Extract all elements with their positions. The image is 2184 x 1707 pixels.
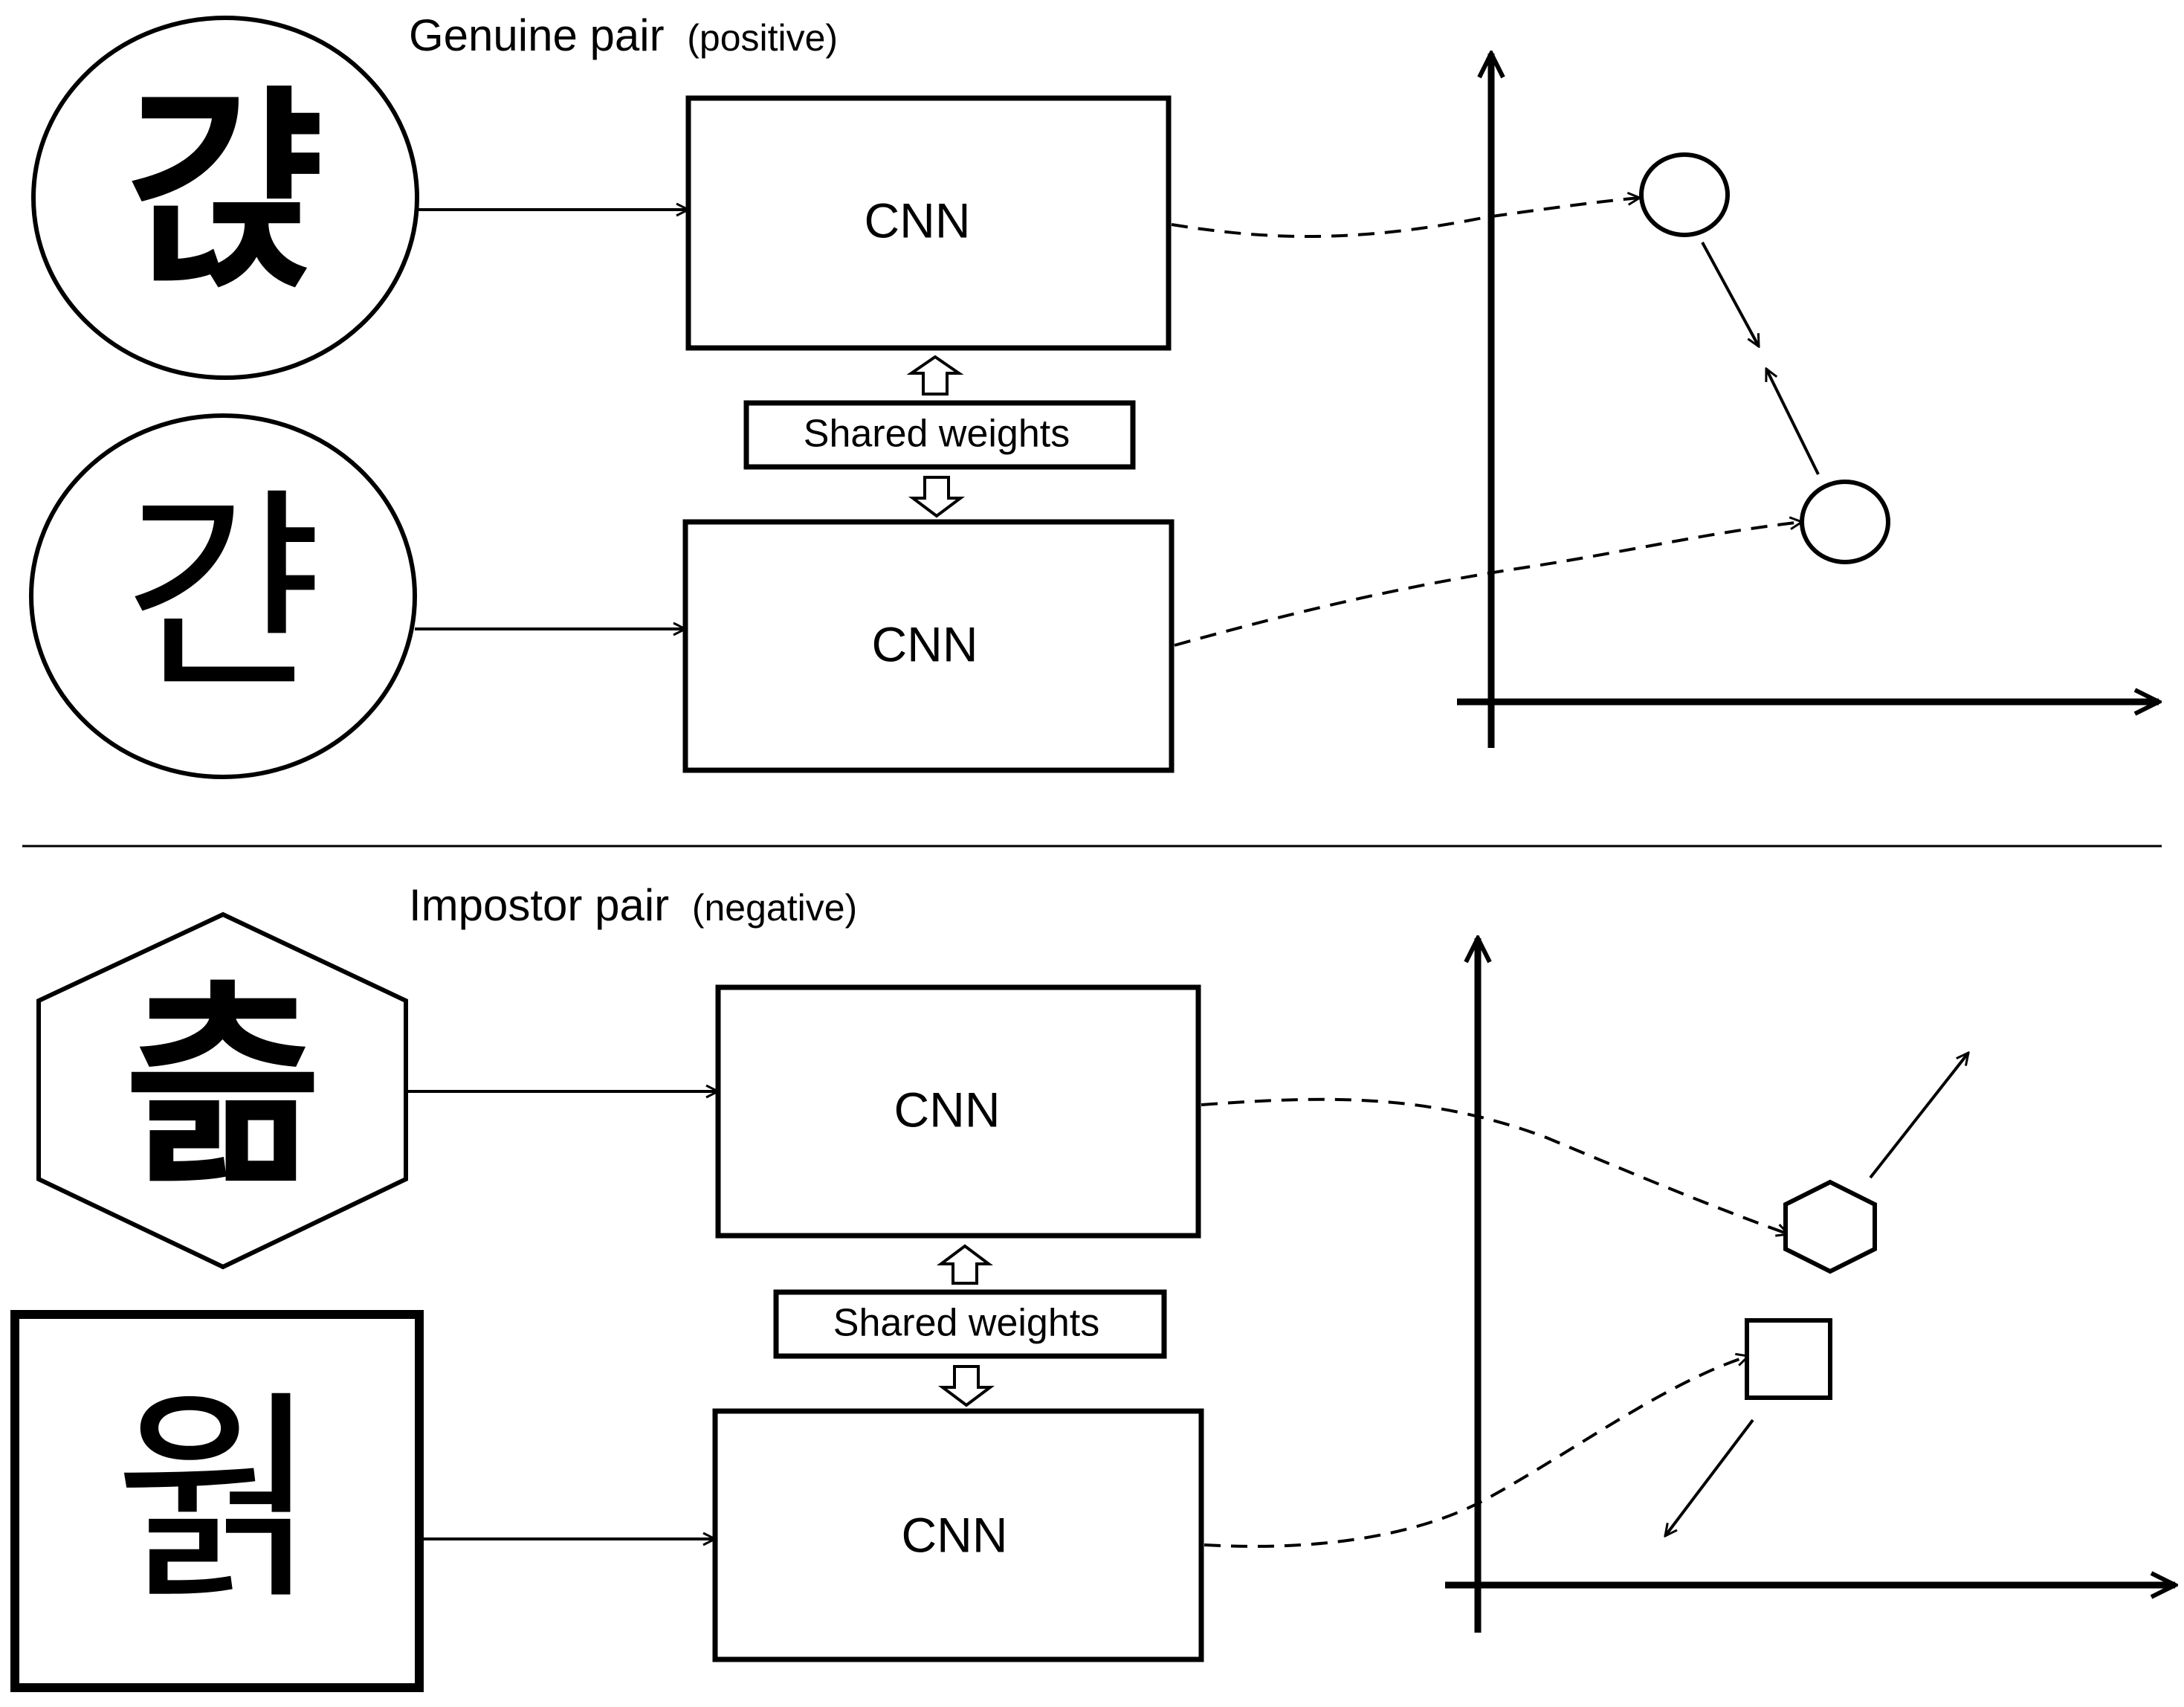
genuine-input-bottom: 갼 (29, 413, 417, 779)
shared-weights-block: Shared weights (743, 355, 1136, 518)
cnn-box-top: CNN (715, 984, 1201, 1239)
impostor-pair-section: Impostor pair (negative) 츪 웕 CNN CNN (10, 880, 2175, 1692)
pull-together-arrow (1765, 369, 1820, 475)
input-glyph-bottom: 갼 (124, 470, 323, 720)
cnn-label: CNN (865, 193, 971, 248)
up-hollow-arrow-icon (906, 355, 964, 396)
shared-weights-label: Shared weights (833, 1302, 1099, 1345)
impostor-pair-title: Impostor pair (negative) (409, 880, 857, 930)
embedding-point-circle-top (1639, 152, 1730, 237)
shared-weights-block: Shared weights (773, 1244, 1167, 1407)
genuine-pair-section: Genuine pair (positive) 갽 갼 CNN CNN (29, 10, 2159, 779)
push-apart-arrow (1665, 1419, 1754, 1536)
pull-together-arrow (1701, 242, 1760, 346)
embedding-axes-impostor (1445, 938, 2175, 1633)
input-glyph-top: 츪 (124, 964, 323, 1214)
input-hexagon-frame (36, 911, 408, 1270)
down-hollow-arrow-icon (938, 1365, 995, 1407)
push-apart-arrow (1869, 1053, 1968, 1179)
down-hollow-arrow-icon (908, 476, 965, 518)
embedding-point-circle-bottom (1800, 480, 1890, 564)
input-circle-frame (29, 413, 417, 779)
up-hollow-arrow-icon (937, 1244, 993, 1285)
embedding-point-hexagon (1783, 1179, 1877, 1274)
cnn-box-top: CNN (685, 95, 1172, 351)
embedding-axes-genuine (1457, 54, 2159, 748)
cnn-label: CNN (894, 1082, 1001, 1137)
cnn-label: CNN (872, 616, 978, 671)
embedding-mapping-curve-top (1201, 1097, 1789, 1234)
cnn-label: CNN (902, 1507, 1008, 1562)
input-circle-frame (31, 16, 419, 380)
input-square-frame (10, 1310, 424, 1692)
genuine-input-top: 갽 (31, 16, 419, 380)
impostor-input-bottom: 웕 (10, 1310, 424, 1692)
embedding-mapping-curve-bottom (1174, 522, 1802, 647)
embedding-point-square (1745, 1318, 1832, 1400)
impostor-input-top: 츪 (36, 911, 408, 1270)
cnn-box-bottom: CNN (682, 519, 1175, 773)
input-glyph-top: 갽 (126, 68, 325, 319)
embedding-mapping-curve-top (1171, 198, 1640, 239)
input-glyph-bottom: 웕 (114, 1371, 320, 1630)
genuine-pair-title: Genuine pair (positive) (409, 10, 838, 60)
shared-weights-label: Shared weights (804, 413, 1070, 456)
cnn-box-bottom: CNN (712, 1408, 1204, 1662)
